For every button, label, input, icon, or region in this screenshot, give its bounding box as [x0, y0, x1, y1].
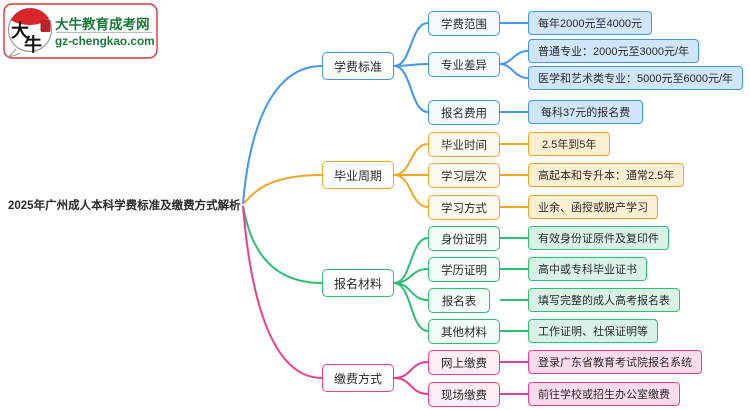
svg-text:牛: 牛 — [24, 34, 42, 55]
svg-text:大: 大 — [11, 20, 29, 41]
